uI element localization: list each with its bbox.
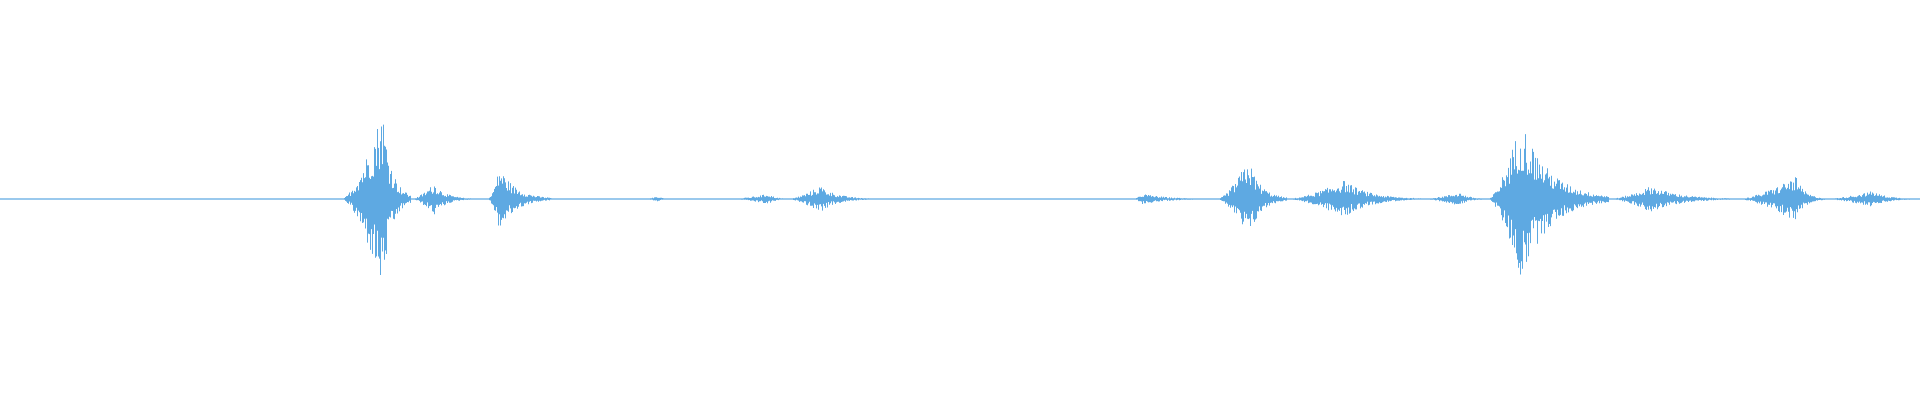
waveform-path-group bbox=[0, 124, 1920, 275]
waveform-path bbox=[0, 124, 1920, 275]
